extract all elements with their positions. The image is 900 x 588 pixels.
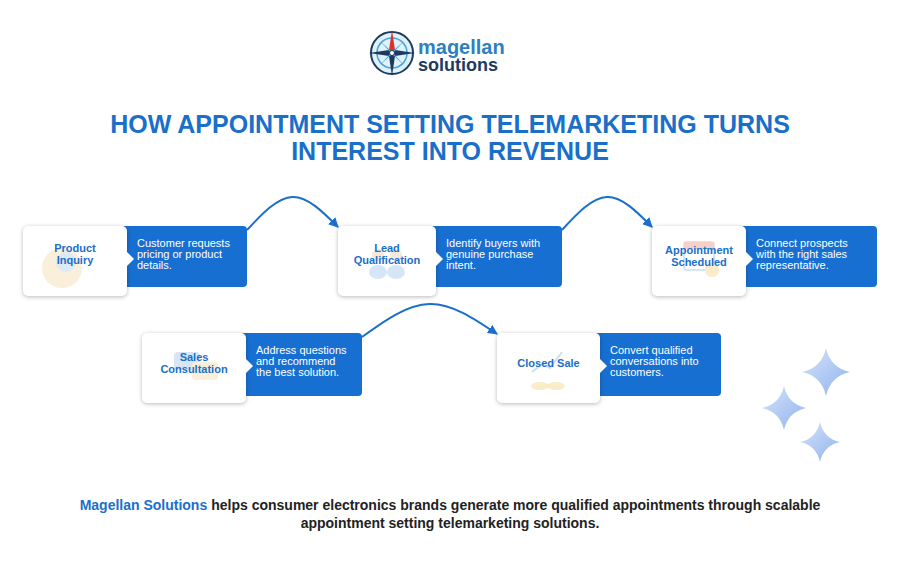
step-title: Sales Consultation bbox=[156, 351, 232, 375]
compass-logo bbox=[369, 30, 415, 76]
step-description: Identify buyers with genuine purchase in… bbox=[438, 238, 550, 271]
step-panel: Connect prospects with the right sales r… bbox=[738, 226, 877, 287]
step-title: Product Inquiry bbox=[39, 242, 111, 266]
diagram-title: HOW APPOINTMENT SETTING TELEMARKETING TU… bbox=[90, 111, 810, 165]
process-step: Customer requests pricing or product det… bbox=[23, 226, 247, 296]
caption-line: Magellan Solutionshelps consumer electro… bbox=[60, 496, 840, 532]
process-step: Identify buyers with genuine purchase in… bbox=[338, 226, 562, 296]
step-description: Customer requests pricing or product det… bbox=[129, 238, 235, 271]
process-step: Connect prospects with the right sales r… bbox=[652, 226, 877, 296]
step-card: Lead Qualification bbox=[338, 226, 436, 296]
step-description: Connect prospects with the right sales r… bbox=[748, 238, 865, 271]
step-card: Closed Sale bbox=[497, 333, 600, 403]
flow-arrow bbox=[247, 197, 338, 230]
step-panel: Identify buyers with genuine purchase in… bbox=[428, 226, 562, 287]
step-panel: Address questions and recommend the best… bbox=[238, 333, 362, 396]
logo-wordmark: magellan bbox=[418, 36, 505, 58]
step-card: Sales Consultation bbox=[142, 333, 246, 403]
brand-name: Magellan Solutions bbox=[80, 497, 208, 513]
step-panel: Customer requests pricing or product det… bbox=[119, 226, 247, 287]
step-title: Lead Qualification bbox=[351, 242, 423, 266]
sparkle-decoration bbox=[762, 348, 850, 462]
step-title: Appointment Scheduled bbox=[659, 244, 739, 268]
process-step: Convert qualified conversations into cus… bbox=[497, 333, 721, 403]
logo-wordmark: solutions bbox=[418, 55, 498, 75]
step-panel: Convert qualified conversations into cus… bbox=[592, 333, 721, 396]
process-step: Address questions and recommend the best… bbox=[142, 333, 362, 403]
step-card: Product Inquiry bbox=[23, 226, 127, 296]
step-title: Closed Sale bbox=[504, 357, 594, 369]
diagram-caption: helps consumer electronics brands genera… bbox=[211, 497, 820, 531]
flow-arrow bbox=[562, 197, 652, 230]
flow-arrow bbox=[362, 304, 497, 337]
step-description: Address questions and recommend the best… bbox=[248, 345, 350, 378]
step-description: Convert qualified conversations into cus… bbox=[602, 345, 709, 378]
step-card: Appointment Scheduled bbox=[652, 226, 746, 296]
